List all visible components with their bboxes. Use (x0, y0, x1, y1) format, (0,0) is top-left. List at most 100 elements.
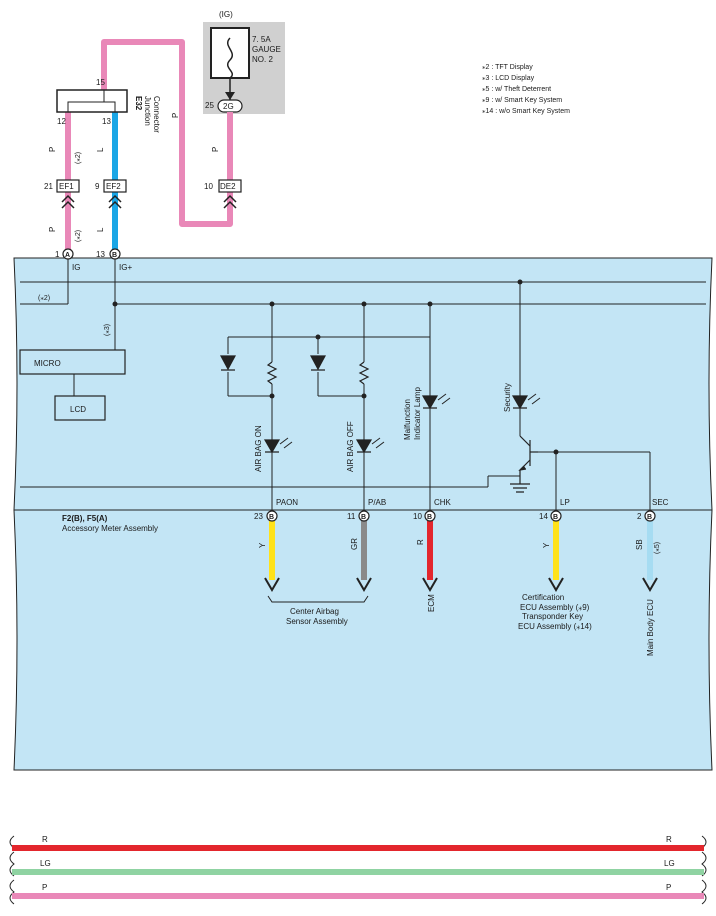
connector-ef1: EF1 21 (44, 179, 80, 193)
note-3: ⁎5 : w/ Theft Deterrent (482, 86, 551, 93)
arrow-pab-icon (356, 577, 372, 592)
terminal-ig-label: IG (72, 263, 80, 272)
terminal-chk-label: CHK (434, 498, 452, 507)
wire-code-skyblue-sec: SB (635, 539, 644, 550)
wire-code-pink-2: P (48, 227, 57, 232)
legend-red-right: R (666, 835, 672, 844)
junction-code: E32 (134, 96, 143, 111)
arrow-paon-icon (264, 577, 280, 592)
junction-pin-left: 12 (57, 117, 66, 126)
fuse-element (227, 37, 233, 79)
arrow-chk-icon (422, 577, 438, 592)
fuse-power-source: (IG) (219, 10, 233, 19)
terminal-lp-pin: 14 (539, 512, 548, 521)
led-airbag-on-icon (263, 437, 293, 454)
terminal-pab-conn: B (361, 514, 366, 521)
connector-de2-label: DE2 (220, 182, 236, 191)
led-security-icon (511, 393, 541, 410)
legend-lightgreen-right: LG (664, 859, 675, 868)
terminal-chk-conn: B (427, 514, 432, 521)
meter-panel-lower-ext (13, 509, 713, 771)
wire-code-pink-3: P (211, 147, 220, 152)
arrow-lp-icon (548, 577, 564, 592)
dest-airbag-line2: Sensor Assembly (286, 617, 348, 626)
fuse-terminal-label: 2G (223, 102, 234, 111)
micro-block (19, 349, 126, 375)
terminal-paon: B 23 (254, 510, 278, 522)
label-mil-line1: Malfunction (403, 399, 412, 440)
terminal-igplus-conn: B (112, 252, 117, 259)
wire-code-yellow-paon: Y (258, 542, 267, 548)
terminal-sec-pin: 2 (637, 512, 642, 521)
arrow-sec-icon (642, 577, 658, 592)
dest-cert-line1: Certification (522, 593, 564, 602)
terminal-ig-pin: 1 (55, 250, 60, 259)
connector-ef1-label: EF1 (59, 182, 74, 191)
label-mil-line2: Indicator Lamp (413, 387, 422, 440)
junction-pin-right: 13 (102, 117, 111, 126)
connector-de2-pin: 10 (204, 182, 213, 191)
note-2: ⁎3 : LCD Display (482, 75, 535, 82)
terminal-igplus-label: IG+ (119, 263, 132, 272)
fuse-terminal-pin: 25 (205, 101, 214, 110)
terminal-paon-pin: 23 (254, 512, 263, 521)
junction-name-line2: Connector (152, 96, 161, 133)
terminal-ig-conn: A (65, 252, 70, 259)
terminal-pab-label: P/AB (368, 498, 386, 507)
note-ref-tft-1: (⁎2) (75, 152, 82, 164)
junction-connector-box (56, 89, 128, 113)
wire-code-pink-loop: P (171, 113, 180, 118)
wire-code-gray-pab: GR (350, 538, 359, 550)
terminal-sec: B 2 (637, 510, 656, 522)
resistor-airbag-off-icon (358, 361, 370, 385)
fuse-arrow-icon (225, 92, 235, 100)
dest-cert-line4: ECU Assembly (⁎14) (518, 622, 592, 631)
led-airbag-off-icon (355, 437, 385, 454)
fuse-name-line2: NO. 2 (252, 55, 273, 64)
legend-lightgreen-left: LG (40, 859, 51, 868)
chevron-de2-icon (223, 194, 237, 209)
transistor-icon (518, 435, 538, 484)
notes-legend: ⁎2 : TFT Display ⁎3 : LCD Display ⁎5 : w… (482, 64, 570, 115)
terminal-chk: B 10 (413, 510, 436, 522)
wire-code-pink-1: P (48, 147, 57, 152)
dest-cert-line2: ECU Assembly (⁎9) (520, 603, 590, 612)
legend-pink-left: P (42, 883, 47, 892)
diode-airbag-off-icon (309, 355, 327, 371)
assembly-connector-codes: F2(B), F5(A) (62, 514, 108, 523)
connector-ef2-pin: 9 (95, 182, 100, 191)
chevron-ef2-icon (108, 194, 122, 209)
note-ref-tft-3: (⁎2) (38, 295, 50, 302)
label-security: Security (503, 383, 512, 412)
junction-name-line1: Junction (143, 96, 152, 126)
legend-pink-right: P (666, 883, 671, 892)
connector-ef2-label: EF2 (106, 182, 121, 191)
connector-ef2: EF2 9 (95, 179, 127, 193)
note-ref-lcd: (⁎3) (104, 324, 111, 336)
chevron-ef1-icon (61, 194, 75, 209)
note-ref-tft-2: (⁎2) (75, 230, 82, 242)
terminal-paon-label: PAON (276, 498, 298, 507)
diode-airbag-on-icon (219, 355, 237, 371)
wire-pink-junction-loop (101, 39, 233, 227)
fuse-rating: 7. 5A (252, 35, 271, 44)
terminal-chk-pin: 10 (413, 512, 422, 521)
terminal-lp-conn: B (553, 514, 558, 521)
terminal-sec-label: SEC (652, 498, 669, 507)
lcd-block (54, 395, 106, 421)
terminal-lp-label: LP (560, 498, 570, 507)
assembly-name: Accessory Meter Assembly (62, 524, 158, 533)
ground-icon (510, 483, 530, 493)
airbag-brace (267, 595, 369, 603)
terminal-pab-pin: 11 (347, 512, 356, 521)
dest-body-ecu: Main Body ECU (646, 599, 655, 656)
note-5: ⁎14 : w/o Smart Key System (482, 108, 570, 115)
wire-code-yellow-lp: Y (542, 542, 551, 548)
terminal-lp: B 14 (539, 510, 562, 522)
legend-red-left: R (42, 835, 48, 844)
connector-ef1-pin: 21 (44, 182, 53, 191)
dest-airbag-line1: Center Airbag (290, 607, 339, 616)
wire-code-blue-1: L (96, 147, 105, 152)
connector-de2: DE2 10 (204, 179, 242, 193)
